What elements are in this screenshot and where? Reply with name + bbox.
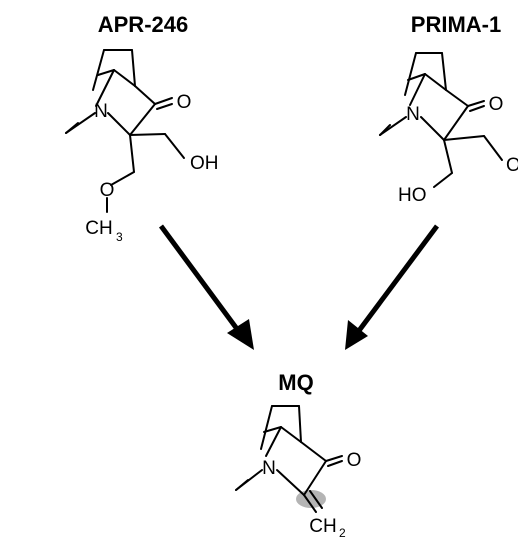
left-reaction-arrow [158, 224, 243, 335]
apr246-carbonyl-oxygen: O [177, 92, 192, 113]
prima1-hydroxyl-partial-label: O [506, 155, 518, 176]
prima1-title: PRIMA-1 [411, 12, 501, 37]
apr246-ether-oxygen: O [100, 180, 115, 201]
apr246-methyl-label: CH [85, 218, 112, 239]
apr246-methyl-subscript: 3 [116, 230, 123, 244]
prima1-nitrogen-atom: N [406, 104, 420, 125]
mq-nitrogen-atom: N [262, 458, 276, 479]
right-reaction-arrow [352, 224, 440, 338]
reaction-arrows [158, 224, 440, 350]
mq-structure: MQ N O CH 2 [235, 370, 362, 540]
mq-carbonyl-oxygen: O [347, 450, 362, 471]
right-arrowhead [345, 320, 368, 350]
apr246-nitrogen-atom: N [94, 101, 108, 122]
prima1-structure: PRIMA-1 N O HO O [379, 12, 518, 206]
apr246-title: APR-246 [98, 12, 188, 37]
prima1-carbonyl-oxygen: O [489, 94, 504, 115]
apr246-structure: APR-246 N O OH O CH 3 [65, 12, 219, 244]
left-arrowhead [227, 319, 254, 350]
mq-methylene-subscript: 2 [339, 526, 346, 540]
apr246-hydroxyl-label: OH [190, 153, 219, 174]
mq-title: MQ [278, 370, 313, 395]
prima1-hydroxyl-label: HO [398, 185, 427, 206]
mq-methylene-label: CH [309, 516, 336, 537]
